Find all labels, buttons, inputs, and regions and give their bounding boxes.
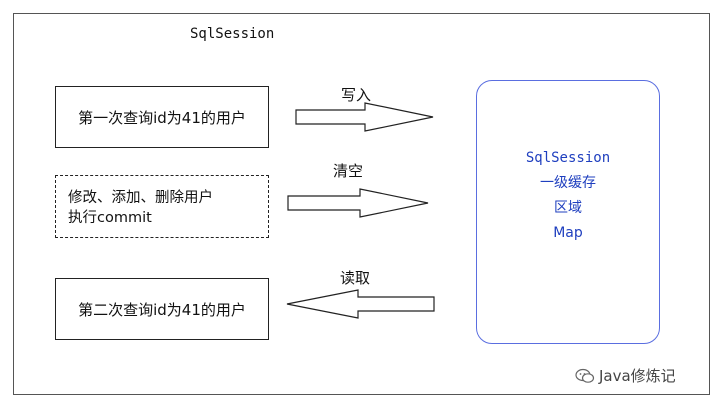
clear-arrow: [287, 188, 429, 218]
modify-label-line2: 执行commit: [68, 210, 152, 226]
modify-box: 修改、添加、删除用户 执行commit: [55, 175, 269, 238]
cache-label-group: SqlSession 一级缓存 区域 Map: [476, 146, 660, 246]
read-arrow: [286, 289, 435, 319]
diagram-frame: [13, 13, 710, 395]
cache-label-area: 区域: [554, 200, 582, 216]
watermark: Java修炼记: [575, 365, 676, 386]
read-label: 读取: [340, 269, 371, 287]
diagram-title: SqlSession: [190, 26, 275, 42]
first-query-label: 第一次查询id为41的用户: [78, 108, 246, 127]
cache-label-map: Map: [553, 225, 583, 241]
first-level-cache-region: [476, 80, 660, 344]
modify-label-line1: 修改、添加、删除用户: [68, 190, 213, 206]
write-arrow: [295, 102, 434, 132]
clear-label: 清空: [333, 162, 364, 180]
write-label: 写入: [341, 86, 372, 104]
first-query-box: 第一次查询id为41的用户: [55, 86, 269, 148]
second-query-label: 第二次查询id为41的用户: [78, 300, 246, 319]
second-query-box: 第二次查询id为41的用户: [55, 278, 269, 340]
cache-label-level: 一级缓存: [540, 175, 596, 191]
watermark-text: Java修炼记: [599, 367, 676, 385]
cache-label-session: SqlSession: [525, 150, 611, 166]
wechat-icon: [575, 368, 595, 383]
